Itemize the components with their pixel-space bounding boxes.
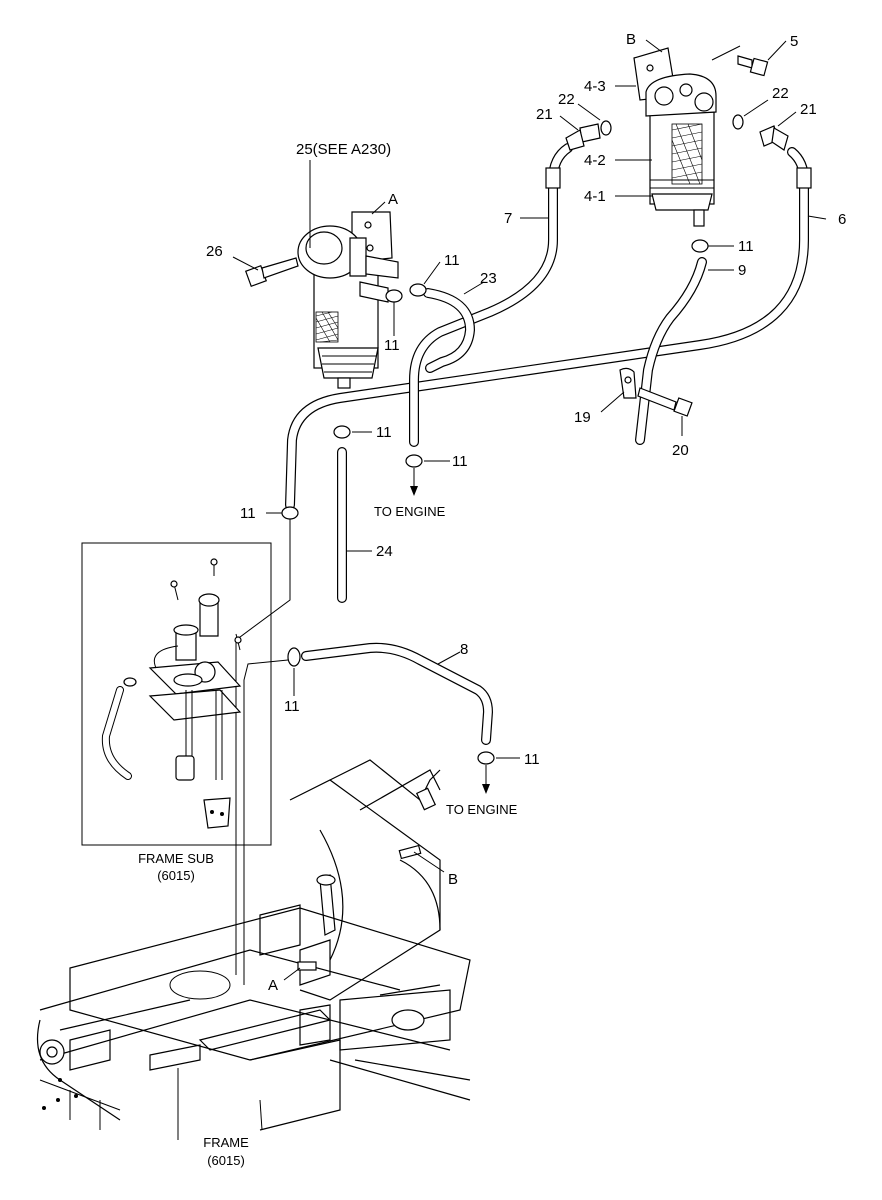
frame-structure [36,759,471,1140]
label-part-24: 24 [376,543,393,560]
label-frame-sub-title: FRAME SUB [138,851,214,866]
label-frame-b: B [448,871,458,888]
label-part-11-e: 11 [452,453,468,470]
label-to-engine-1: TO ENGINE [374,504,446,519]
hose-7 [409,143,573,447]
label-part-21-left: 21 [536,106,553,123]
bolt-20 [637,387,693,417]
label-part-4-2: 4-2 [584,152,606,169]
label-part-26: 26 [206,243,223,260]
hose-6 [285,147,812,510]
label-part-9: 9 [738,262,746,279]
label-frame-sub-code: (6015) [157,868,195,883]
fuel-filter-a [297,211,399,389]
label-view-a: A [388,191,398,208]
label-part-11-g: 11 [284,698,300,715]
label-part-21-right: 21 [800,101,817,118]
arrow-to-engine-1 [410,468,418,496]
arrow-to-engine-2 [482,765,490,794]
label-part-11-c: 11 [738,238,754,255]
fuel-filter-b [633,47,717,227]
leader-lines [232,39,827,981]
return-lines [235,518,291,985]
o-ring-22-left [600,120,612,136]
label-part-11-h: 11 [524,751,540,768]
hose-9 [635,257,707,445]
bolt-26 [244,257,299,288]
label-part-8: 8 [460,641,468,658]
label-frame-title: FRAME [203,1135,249,1150]
fitting-21-right [759,125,789,151]
label-part-25-ref: 25(SEE A230) [296,141,391,158]
label-part-23: 23 [480,270,497,287]
label-part-11-d: 11 [376,424,392,441]
label-part-22-right: 22 [772,85,789,102]
fitting-21-left [565,123,601,151]
clamps-11 [281,239,709,765]
label-view-b: B [626,31,636,48]
label-frame-a: A [268,977,278,994]
label-part-4-3: 4-3 [584,78,606,95]
hose-8 [301,642,493,745]
bolt-5 [737,55,769,77]
label-part-11-f: 11 [240,505,256,522]
label-part-4-1: 4-1 [584,188,606,205]
label-to-engine-2: TO ENGINE [446,802,518,817]
frame-sub-inset [81,542,272,846]
label-frame-code: (6015) [207,1153,245,1168]
label-part-11-a: 11 [444,252,460,269]
label-part-20: 20 [672,442,689,459]
o-ring-22-right [732,114,744,130]
hose-23 [423,288,475,373]
label-part-5: 5 [790,33,798,50]
label-part-6: 6 [838,211,846,228]
label-part-19: 19 [574,409,591,426]
label-part-11-b: 11 [384,337,400,354]
bracket-19 [619,367,637,399]
label-part-7: 7 [504,210,512,227]
label-part-22-left: 22 [558,91,575,108]
